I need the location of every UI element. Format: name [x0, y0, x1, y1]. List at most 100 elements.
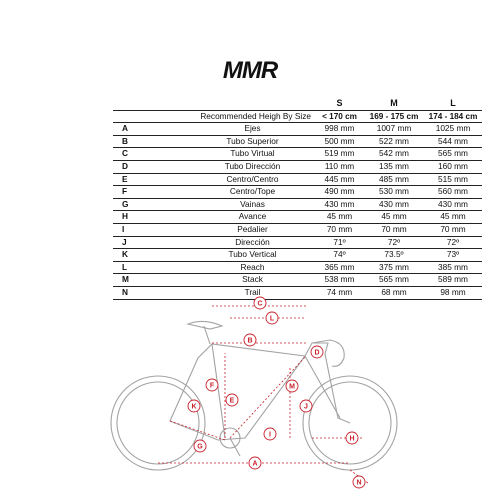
- row-value-s: 45 mm: [315, 210, 364, 224]
- row-letter: F: [113, 185, 190, 199]
- diagram-label-e: E: [230, 398, 235, 405]
- row-value-l: 589 mm: [424, 273, 482, 287]
- diagram-marker-h: [345, 431, 359, 445]
- diagram-marker-d: [310, 345, 324, 359]
- diagram-label-i: I: [269, 432, 271, 439]
- diagram-marker-k: [187, 399, 201, 413]
- row-letter: N: [113, 285, 190, 300]
- row-value-s: 445 mm: [315, 172, 364, 186]
- diagram-label-b: B: [247, 338, 252, 345]
- recommended-l: 174 - 184 cm: [424, 109, 482, 123]
- diagram-marker-b: [243, 333, 257, 347]
- row-letter: M: [113, 273, 190, 287]
- recommended-m: 169 - 175 cm: [364, 109, 424, 123]
- row-value-s: 500 mm: [315, 134, 364, 148]
- row-value-s: 365 mm: [315, 260, 364, 274]
- size-header-l: L: [450, 98, 456, 108]
- row-value-s: 74º: [315, 248, 364, 262]
- row-measure-name: Reach: [190, 260, 315, 274]
- diagram-marker-c: [253, 296, 267, 310]
- row-value-l: 515 mm: [424, 172, 482, 186]
- row-letter: B: [113, 134, 190, 148]
- geometry-table-body: Recommended Heigh By Size < 170 cm 169 -…: [113, 109, 482, 300]
- row-measure-name: Vainas: [190, 197, 315, 211]
- row-value-l: 544 mm: [424, 134, 482, 148]
- row-value-s: 430 mm: [315, 197, 364, 211]
- row-value-m: 565 mm: [364, 273, 424, 287]
- row-letter: A: [113, 122, 190, 136]
- row-letter: D: [113, 159, 190, 174]
- row-value-m: 70 mm: [364, 222, 424, 237]
- diagram-label-l: L: [270, 316, 275, 323]
- row-value-l: 560 mm: [424, 185, 482, 199]
- size-header-m: M: [390, 98, 398, 108]
- diagram-marker-a: [248, 456, 262, 470]
- diagram-marker-e: [225, 393, 239, 407]
- row-measure-name: Tubo Virtual: [190, 147, 315, 161]
- row-measure-name: Stack: [190, 273, 315, 287]
- row-value-l: 70 mm: [424, 222, 482, 237]
- diagram-label-h: H: [349, 436, 354, 443]
- row-value-m: 485 mm: [364, 172, 424, 186]
- row-value-s: 519 mm: [315, 147, 364, 161]
- recommended-s: < 170 cm: [315, 109, 364, 123]
- row-measure-name: Centro/Tope: [190, 185, 315, 199]
- diagram-marker-i: [263, 427, 277, 441]
- row-letter: E: [113, 172, 190, 186]
- row-letter: I: [113, 222, 190, 237]
- row-value-m: 1007 mm: [364, 122, 424, 136]
- diagram-marker-l: [265, 311, 279, 325]
- row-value-l: 45 mm: [424, 210, 482, 224]
- row-letter: K: [113, 248, 190, 262]
- row-measure-name: Tubo Vertical: [190, 248, 315, 262]
- row-value-l: 160 mm: [424, 159, 482, 174]
- mmr-logo: MMR: [223, 58, 280, 80]
- row-value-m: 135 mm: [364, 159, 424, 174]
- row-value-s: 71º: [315, 235, 364, 249]
- row-letter: G: [113, 197, 190, 211]
- row-value-l: 73º: [424, 248, 482, 262]
- row-value-m: 72º: [364, 235, 424, 249]
- row-value-m: 73.5º: [364, 248, 424, 262]
- diagram-label-m: M: [289, 384, 295, 391]
- row-measure-name: Centro/Centro: [190, 172, 315, 186]
- row-letter: L: [113, 260, 190, 274]
- row-value-l: 1025 mm: [424, 122, 482, 136]
- row-letter: J: [113, 235, 190, 249]
- diagram-label-j: J: [304, 404, 308, 411]
- row-value-m: 45 mm: [364, 210, 424, 224]
- row-value-m: 430 mm: [364, 197, 424, 211]
- row-value-l: 98 mm: [424, 285, 482, 300]
- row-value-l: 565 mm: [424, 147, 482, 161]
- diagram-label-k: K: [191, 404, 196, 411]
- row-value-m: 530 mm: [364, 185, 424, 199]
- diagram-marker-n: [352, 475, 366, 489]
- diagram-label-d: D: [314, 350, 319, 357]
- frame-outline: [169, 343, 306, 441]
- size-header-row: S M L: [113, 98, 482, 110]
- size-header-s: S: [336, 98, 343, 108]
- row-value-s: 70 mm: [315, 222, 364, 237]
- row-value-m: 68 mm: [364, 285, 424, 300]
- row-letter: C: [113, 147, 190, 161]
- row-value-m: 375 mm: [364, 260, 424, 274]
- diagram-label-g: G: [197, 444, 203, 451]
- row-value-s: 538 mm: [315, 273, 364, 287]
- row-measure-name: Dirección: [190, 235, 315, 249]
- row-measure-name: Ejes: [190, 122, 315, 136]
